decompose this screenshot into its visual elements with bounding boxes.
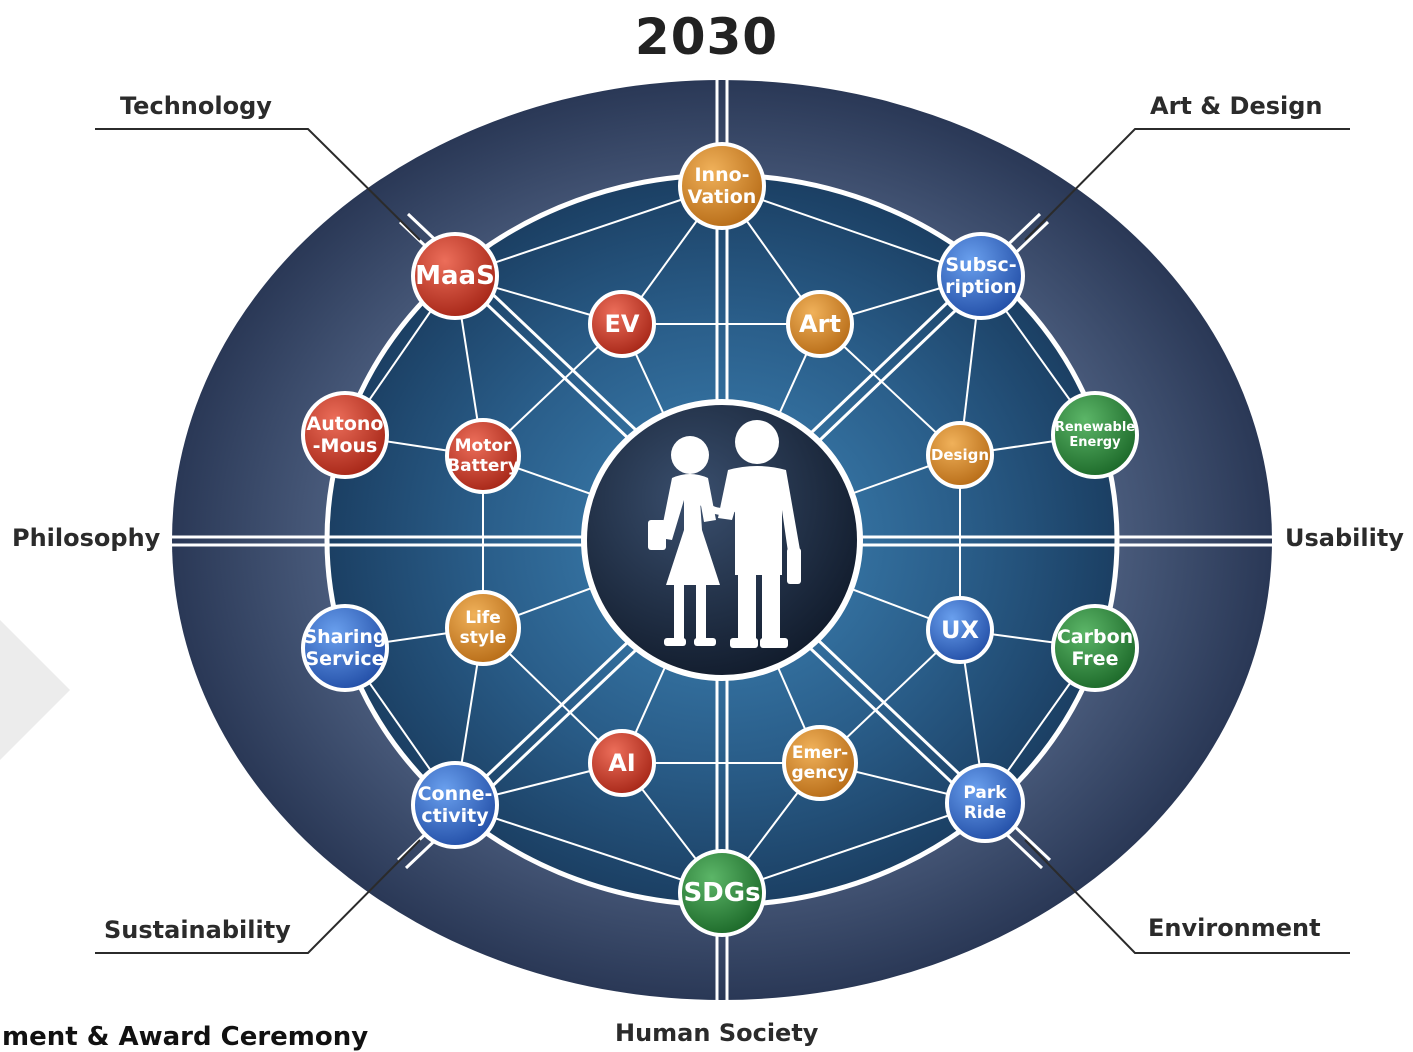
node-ai: AI	[588, 729, 656, 797]
node-circle-lifestyle	[445, 590, 521, 666]
node-label-motor-battery: Motor	[455, 436, 512, 456]
node-connectivity: Conne-ctivity	[411, 761, 499, 849]
node-subscription: Subsc-ription	[937, 232, 1025, 320]
node-circle-innovation	[678, 142, 766, 230]
label-technology: Technology	[120, 92, 272, 120]
node-label-renewable-energy: Energy	[1069, 435, 1121, 450]
node-circle-ev	[588, 290, 656, 358]
node-design: Design	[926, 421, 994, 489]
link-innovation-maas	[454, 185, 723, 277]
node-ux: UX	[926, 596, 994, 664]
link-connectivity-sdgs	[454, 804, 723, 894]
node-circle-renewable-energy	[1051, 391, 1139, 479]
node-label-emergency: Emer-	[792, 743, 848, 763]
node-label-autonomous: Autono	[307, 413, 384, 435]
link-park-ride-sdgs	[721, 802, 986, 894]
node-circle-park-ride	[945, 763, 1025, 843]
label-human-society: Human Society	[615, 1019, 819, 1047]
node-circle-carbon-free	[1051, 604, 1139, 692]
node-circle-autonomous	[301, 391, 389, 479]
label-environment: Environment	[1148, 914, 1321, 942]
node-circle-ux	[926, 596, 994, 664]
node-circle-motor-battery	[445, 418, 521, 494]
node-label-sharing-service: Service	[306, 648, 385, 670]
node-label-innovation: Vation	[688, 186, 757, 208]
node-label-ux: UX	[941, 616, 979, 644]
node-label-lifestyle: style	[460, 628, 507, 648]
node-label-emergency: gency	[792, 763, 849, 783]
node-circle-maas	[411, 232, 499, 320]
node-label-motor-battery: Battery	[447, 456, 519, 476]
node-label-sharing-service: Sharing	[303, 626, 386, 648]
node-circle-emergency	[782, 725, 858, 801]
node-label-carbon-free: Carbon	[1057, 626, 1133, 648]
node-label-carbon-free: Free	[1072, 648, 1119, 670]
node-maas: MaaS	[411, 232, 499, 320]
node-label-park-ride: Ride	[964, 803, 1007, 823]
node-circle-sdgs	[678, 849, 766, 937]
node-circle-subscription	[937, 232, 1025, 320]
node-label-subscription: ription	[945, 276, 1017, 298]
people-couple-icon	[648, 420, 801, 648]
node-label-design: Design	[931, 446, 989, 464]
label-sustainability: Sustainability	[104, 916, 291, 944]
node-circle-art	[786, 290, 854, 358]
node-label-ev: EV	[605, 310, 640, 338]
node-label-maas: MaaS	[415, 261, 495, 291]
node-innovation: Inno-Vation	[678, 142, 766, 230]
node-sdgs: SDGs	[678, 849, 766, 937]
node-label-art: Art	[799, 310, 841, 338]
year-title: 2030	[634, 8, 779, 66]
link-innovation-subscription	[721, 185, 982, 277]
node-label-park-ride: Park	[963, 783, 1007, 803]
node-label-connectivity: Conne-	[418, 783, 493, 805]
node-label-renewable-energy: Renewable	[1055, 420, 1135, 435]
node-circle-sharing-service	[301, 604, 389, 692]
node-label-sdgs: SDGs	[683, 878, 760, 908]
node-label-lifestyle: Life	[465, 608, 501, 628]
node-label-ai: AI	[608, 749, 636, 777]
node-art: Art	[786, 290, 854, 358]
background-chevron	[0, 560, 70, 820]
node-label-connectivity: ctivity	[421, 805, 489, 827]
label-usability: Usability	[1285, 524, 1404, 552]
label-philosophy: Philosophy	[12, 524, 161, 552]
node-ev: EV	[588, 290, 656, 358]
footer-text: ment & Award Ceremony	[2, 1022, 369, 1052]
node-emergency: Emer-gency	[782, 725, 858, 801]
label-art-design: Art & Design	[1150, 92, 1323, 120]
node-circle-ai	[588, 729, 656, 797]
node-label-subscription: Subsc-	[945, 254, 1016, 276]
node-circle-design	[926, 421, 994, 489]
category-leaders	[95, 128, 1350, 954]
node-circle-connectivity	[411, 761, 499, 849]
node-autonomous: Autono-Mous	[301, 391, 389, 479]
node-label-innovation: Inno-	[694, 164, 749, 186]
node-label-autonomous: -Mous	[313, 435, 378, 457]
center-disk	[581, 399, 863, 681]
